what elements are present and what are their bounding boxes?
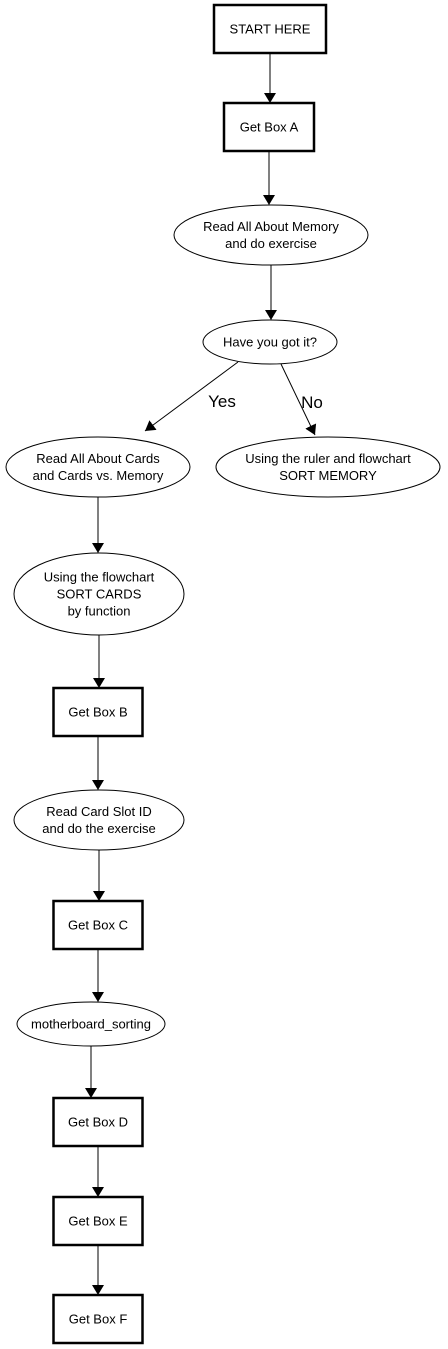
node-label-line: Read All About Memory: [203, 219, 339, 234]
node-box-a: Get Box A: [222, 101, 316, 153]
node-box-shape: [52, 1293, 144, 1345]
node-label-line: Read All About Cards: [36, 451, 160, 466]
node-label-line: Read Card Slot ID: [46, 804, 152, 819]
node-mobo: motherboard_sorting: [16, 1001, 166, 1047]
edge-label-no: No: [301, 393, 323, 412]
node-box-shape: [52, 1195, 144, 1247]
node-box-shape: [52, 899, 144, 951]
node-ellipse-shape: [202, 319, 338, 365]
node-label-line: SORT CARDS: [57, 587, 142, 602]
node-box-e: Get Box E: [52, 1195, 144, 1247]
node-label-line: and do the exercise: [42, 821, 155, 836]
node-box-shape: [212, 3, 328, 55]
node-ellipse-shape: [215, 436, 441, 498]
node-ellipse-shape: [13, 552, 185, 636]
node-label-line: Get Box E: [68, 1214, 128, 1229]
node-label-line: START HERE: [230, 22, 311, 37]
node-label-line: by function: [68, 604, 131, 619]
node-got-it: Have you got it?: [202, 319, 338, 365]
edge-label-yes: Yes: [208, 392, 236, 411]
node-ellipse-shape: [173, 204, 369, 266]
node-label-line: motherboard_sorting: [31, 1017, 151, 1032]
node-ellipse-shape: [13, 789, 185, 851]
node-box-d: Get Box D: [52, 1096, 144, 1148]
edge-got-it-to-sort-memory: [280, 363, 317, 436]
node-label-line: Get Box F: [69, 1312, 128, 1327]
node-label-line: Get Box B: [68, 705, 127, 720]
node-cards: Read All About Cards and Cards vs. Memory: [5, 436, 191, 498]
node-box-c: Get Box C: [52, 899, 144, 951]
node-label-line: Using the ruler and flowchart: [245, 451, 411, 466]
node-label-line: and Cards vs. Memory: [33, 468, 164, 483]
node-label-line: Get Box A: [240, 120, 299, 135]
node-label-line: Get Box D: [68, 1115, 128, 1130]
node-memory: Read All About Memory and do exercise: [173, 204, 369, 266]
node-start: START HERE: [212, 3, 328, 55]
node-box-shape: [52, 686, 144, 738]
node-box-shape: [52, 1096, 144, 1148]
node-box-f: Get Box F: [52, 1293, 144, 1345]
node-label-line: SORT MEMORY: [279, 468, 377, 483]
node-box-shape: [222, 101, 316, 153]
node-label-line: and do exercise: [225, 236, 317, 251]
node-ellipse-shape: [16, 1001, 166, 1047]
node-ellipse-shape: [5, 436, 191, 498]
node-label-line: Get Box C: [68, 918, 128, 933]
node-box-b: Get Box B: [52, 686, 144, 738]
node-label-line: Using the flowchart: [44, 570, 155, 585]
node-label-line: Have you got it?: [223, 335, 317, 350]
edge-got-it-to-cards: [144, 361, 239, 432]
node-card-slot: Read Card Slot ID and do the exercise: [13, 789, 185, 851]
